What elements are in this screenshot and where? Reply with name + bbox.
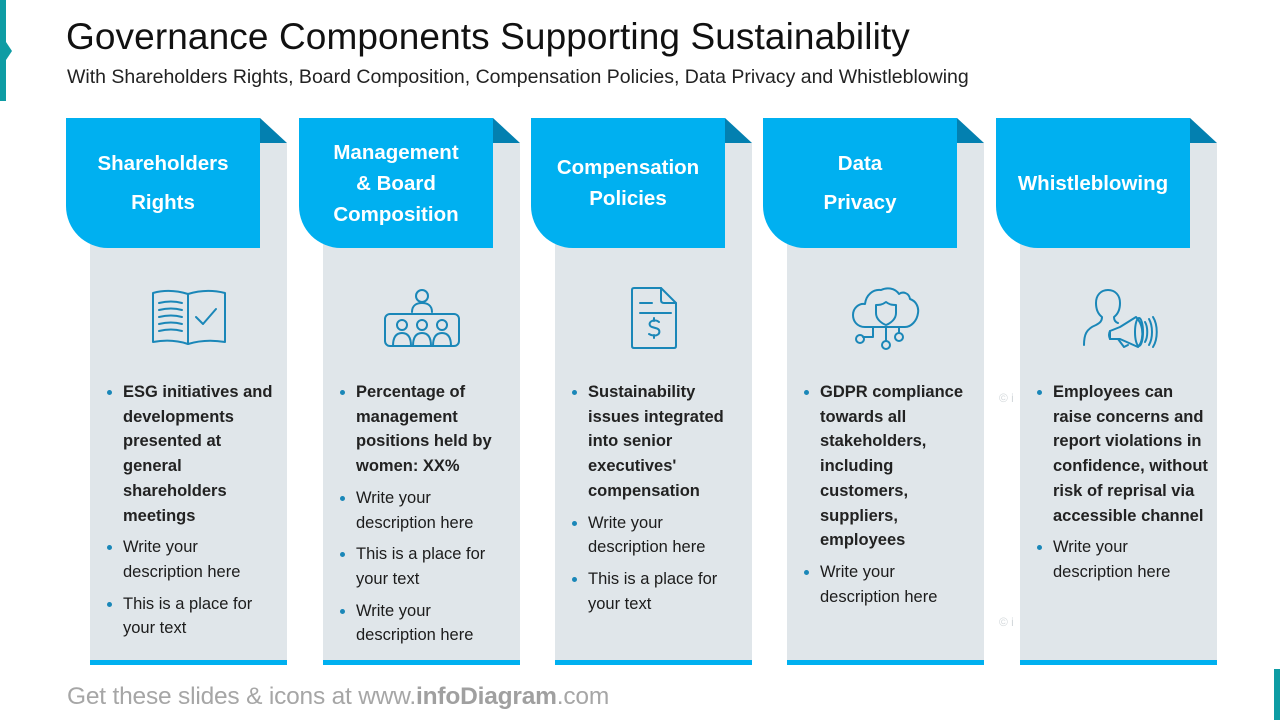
card-title-line: & Board — [356, 171, 436, 195]
watermark: © i — [999, 615, 1014, 629]
footer-suffix: .com — [556, 683, 610, 710]
card-header: Whistleblowing — [996, 118, 1190, 248]
card-shareholders-rights: Shareholders Rights ESG initiatives and … — [66, 118, 287, 666]
bullet-list: GDPR compliance towards all stakeholders… — [803, 380, 979, 616]
card-header: Shareholders Rights — [66, 118, 260, 248]
card-title-line: Composition — [333, 202, 459, 226]
bullet-list: ESG initiatives and developments present… — [106, 380, 282, 648]
card-bottom-bar — [323, 660, 520, 665]
bullet-item: Write your description here — [339, 599, 515, 648]
footer-promo: Get these slides & icons at www.infoDiag… — [67, 683, 609, 711]
bullet-item: This is a place for your text — [106, 592, 282, 641]
card-title-line: Privacy — [823, 191, 897, 214]
bullet-item: Percentage of management positions held … — [339, 380, 515, 479]
bullet-list: Sustainability issues integrated into se… — [571, 380, 747, 623]
card-title-line: Data — [837, 152, 883, 175]
folded-corner — [725, 118, 752, 143]
folded-corner — [493, 118, 520, 143]
bullet-list: Percentage of management positions held … — [339, 380, 515, 655]
card-compensation-policies: Compensation Policies Sustainability iss… — [531, 118, 752, 666]
card-bottom-bar — [90, 660, 287, 665]
bullet-item: Write your description here — [571, 511, 747, 560]
page-title: Governance Components Supporting Sustain… — [66, 16, 910, 57]
bullet-item: Write your description here — [1036, 535, 1212, 584]
card-data-privacy: Data Privacy GDPR compliance towards all… — [763, 118, 984, 666]
bullet-item: Write your description here — [339, 486, 515, 535]
card-title-line: Whistleblowing — [1017, 171, 1169, 195]
card-title-line: Rights — [131, 191, 195, 214]
bullet-item: Sustainability issues integrated into se… — [571, 380, 747, 504]
card-bottom-bar — [1020, 660, 1217, 665]
card-header: Management & Board Composition — [299, 118, 493, 248]
card-whistleblowing: Whistleblowing Employees can raise conce… — [996, 118, 1217, 666]
footer-brand[interactable]: infoDiagram — [416, 683, 557, 710]
card-header: Data Privacy — [763, 118, 957, 248]
card-bottom-bar — [787, 660, 984, 665]
card-bottom-bar — [555, 660, 752, 665]
card-title-line: Shareholders — [97, 152, 229, 175]
bullet-item: ESG initiatives and developments present… — [106, 380, 282, 528]
bullet-list: Employees can raise concerns and report … — [1036, 380, 1212, 592]
side-accent-arrow — [6, 42, 12, 60]
board-meeting-icon — [323, 278, 520, 358]
dollar-document-icon — [555, 278, 752, 358]
folded-corner — [1190, 118, 1217, 143]
open-book-checkmark-icon — [90, 278, 287, 358]
bullet-item: This is a place for your text — [571, 567, 747, 616]
bullet-item: This is a place for your text — [339, 542, 515, 591]
bullet-item: Write your description here — [803, 560, 979, 609]
card-management-board-composition: Management & Board Composition Percentag… — [299, 118, 520, 666]
footer-prefix: Get these slides & icons at www. — [67, 683, 417, 710]
page-subtitle: With Shareholders Rights, Board Composit… — [67, 66, 969, 88]
card-header: Compensation Policies — [531, 118, 725, 248]
bullet-item: Employees can raise concerns and report … — [1036, 380, 1212, 528]
watermark: © i — [999, 391, 1014, 405]
card-title-line: Policies — [589, 187, 667, 210]
side-accent-marker — [0, 0, 6, 101]
bullet-item: GDPR compliance towards all stakeholders… — [803, 380, 979, 553]
corner-accent-marker — [1274, 669, 1280, 720]
folded-corner — [957, 118, 984, 143]
person-megaphone-icon — [1020, 278, 1217, 358]
cloud-shield-network-icon — [787, 278, 984, 358]
folded-corner — [260, 118, 287, 143]
bullet-item: Write your description here — [106, 535, 282, 584]
card-title-line: Management — [333, 140, 459, 164]
card-title-line: Compensation — [556, 156, 700, 179]
